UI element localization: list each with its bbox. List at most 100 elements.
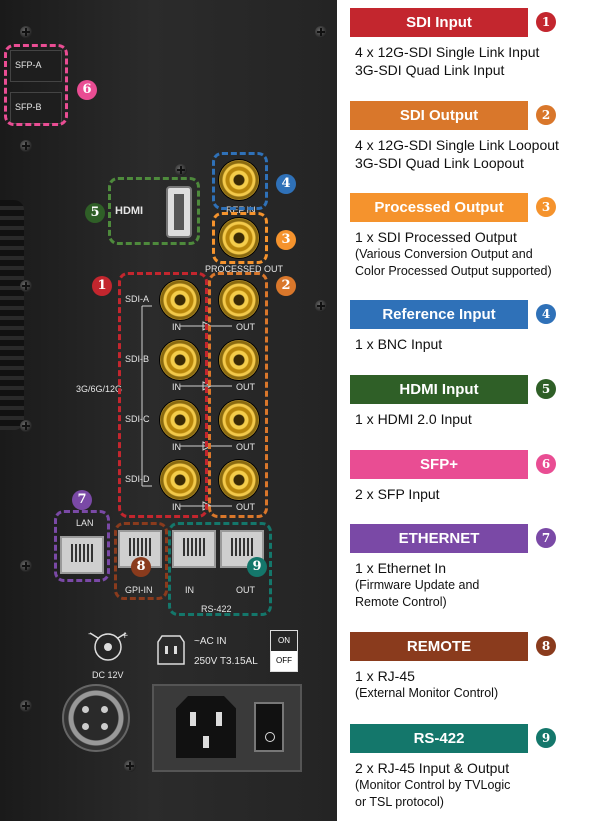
ref-in-bnc[interactable] bbox=[219, 160, 259, 200]
sdi-a-in-bnc[interactable] bbox=[160, 280, 200, 320]
remote-number-badge: 8 bbox=[131, 557, 151, 577]
sdi-a-label: SDI-A bbox=[125, 294, 150, 304]
svg-text:+: + bbox=[121, 631, 128, 641]
sdi-a-out-bnc[interactable] bbox=[219, 280, 259, 320]
legend-header-reference-input: Reference Input bbox=[350, 300, 528, 329]
sdi-output-number-badge: 2 bbox=[276, 276, 296, 296]
legend-header-processed-output: Processed Output bbox=[350, 193, 528, 222]
legend-subline: or TSL protocol) bbox=[355, 795, 444, 809]
screw bbox=[315, 300, 327, 312]
screw bbox=[20, 700, 32, 712]
sfp-b-label: SFP-B bbox=[15, 102, 42, 112]
sfp-number-badge: 6 bbox=[77, 80, 97, 100]
legend-description: 4 x 12G-SDI Single Link Input 3G-SDI Quad… bbox=[355, 43, 539, 79]
dc-12v-label: DC 12V bbox=[92, 670, 124, 680]
screw bbox=[20, 26, 32, 38]
remote-highlight bbox=[114, 522, 168, 600]
legend-line: 1 x HDMI 2.0 Input bbox=[355, 411, 472, 427]
legend-header-rs422: RS-422 bbox=[350, 724, 528, 753]
hdmi-port[interactable] bbox=[166, 186, 192, 238]
processed-out-bnc[interactable] bbox=[219, 218, 259, 258]
legend-number-badge: 6 bbox=[536, 454, 556, 474]
ethernet-highlight bbox=[54, 510, 110, 582]
legend-header-hdmi-input: HDMI Input bbox=[350, 375, 528, 404]
legend-line: 3G-SDI Quad Link Loopout bbox=[355, 155, 524, 171]
rs422-number-badge: 9 bbox=[247, 557, 267, 577]
legend-line: 3G-SDI Quad Link Input bbox=[355, 62, 505, 78]
legend-line: 4 x 12G-SDI Single Link Input bbox=[355, 44, 540, 60]
sdi-a-out-label: OUT bbox=[236, 322, 255, 332]
legend-number-badge: 7 bbox=[536, 528, 556, 548]
legend-line: 1 x RJ-45 bbox=[355, 668, 415, 684]
legend-subline: (Monitor Control by TVLogic bbox=[355, 778, 511, 792]
sdi-b-out-label: OUT bbox=[236, 382, 255, 392]
sdi-d-in-bnc[interactable] bbox=[160, 460, 200, 500]
processed-out-label: PROCESSED OUT bbox=[205, 264, 284, 274]
legend-line: 1 x BNC Input bbox=[355, 336, 443, 352]
sdi-c-out-bnc[interactable] bbox=[219, 400, 259, 440]
legend-number-badge: 1 bbox=[536, 12, 556, 32]
on-label: ON bbox=[278, 636, 290, 645]
gpi-in-label: GPI-IN bbox=[125, 585, 153, 595]
ac-inlet-icon bbox=[157, 635, 185, 665]
sdi-d-out-bnc[interactable] bbox=[219, 460, 259, 500]
device-rear-panel: SFP-A SFP-B 6 HDMI 5 REF IN 4 PROCESSED … bbox=[0, 0, 337, 821]
legend-header-ethernet: ETHERNET bbox=[350, 524, 528, 553]
sdi-output-highlight bbox=[208, 272, 268, 518]
dc-12v-xlr-port[interactable] bbox=[62, 684, 130, 752]
legend-description: 1 x SDI Processed Output (Various Convers… bbox=[355, 228, 552, 280]
legend-header-sdi-output: SDI Output bbox=[350, 101, 528, 130]
legend-line: 4 x 12G-SDI Single Link Loopout bbox=[355, 137, 559, 153]
ref-in-label: REF IN bbox=[226, 205, 256, 215]
legend-header-sfp: SFP+ bbox=[350, 450, 528, 479]
legend-line: 1 x Ethernet In bbox=[355, 560, 447, 576]
power-switch[interactable] bbox=[254, 702, 284, 752]
screw bbox=[124, 760, 136, 772]
legend-subline: (External Monitor Control) bbox=[355, 686, 499, 700]
ref-in-highlight bbox=[212, 152, 268, 210]
legend-description: 1 x RJ-45 (External Monitor Control) bbox=[355, 667, 498, 702]
rs422-in-label: IN bbox=[185, 585, 194, 595]
rs422-out-label: OUT bbox=[236, 585, 255, 595]
legend-description: 1 x HDMI 2.0 Input bbox=[355, 410, 472, 428]
legend-subline: Remote Control) bbox=[355, 595, 447, 609]
sdi-b-label: SDI-B bbox=[125, 354, 150, 364]
screw bbox=[315, 26, 327, 38]
rs422-label: RS-422 bbox=[201, 604, 232, 614]
legend-number-badge: 3 bbox=[536, 197, 556, 217]
legend-number-badge: 5 bbox=[536, 379, 556, 399]
svg-text:-: - bbox=[88, 630, 91, 639]
dc-polarity-icon: - + bbox=[88, 630, 128, 661]
legend-subline: (Various Conversion Output and bbox=[355, 247, 533, 261]
legend-description: 2 x RJ-45 Input & Output (Monitor Control… bbox=[355, 759, 510, 811]
sdi-c-in-bnc[interactable] bbox=[160, 400, 200, 440]
legend-number-badge: 2 bbox=[536, 105, 556, 125]
legend-subline: Color Processed Output supported) bbox=[355, 264, 552, 278]
ac-in-label: ~AC IN bbox=[194, 636, 227, 647]
sfp-b-port[interactable] bbox=[10, 92, 62, 124]
rs422-highlight bbox=[168, 522, 272, 616]
legend-line: 1 x SDI Processed Output bbox=[355, 229, 517, 245]
screw bbox=[20, 560, 32, 572]
vent-grille bbox=[0, 200, 24, 430]
rs422-in-port[interactable] bbox=[172, 530, 216, 568]
sdi-b-in-bnc[interactable] bbox=[160, 340, 200, 380]
legend-line: 2 x RJ-45 Input & Output bbox=[355, 760, 510, 776]
sdi-b-in-label: IN bbox=[172, 382, 181, 392]
lan-port[interactable] bbox=[60, 536, 104, 574]
ac-inlet-port[interactable] bbox=[176, 696, 236, 758]
legend-line: 2 x SFP Input bbox=[355, 486, 440, 502]
screw bbox=[175, 164, 187, 176]
sdi-b-out-bnc[interactable] bbox=[219, 340, 259, 380]
legend-subline: (Firmware Update and bbox=[355, 578, 480, 592]
hdmi-highlight bbox=[108, 177, 200, 245]
screw bbox=[20, 280, 32, 292]
hdmi-number-badge: 5 bbox=[85, 203, 105, 223]
legend-description: 4 x 12G-SDI Single Link Loopout 3G-SDI Qu… bbox=[355, 136, 559, 172]
ac-power-module bbox=[152, 684, 302, 772]
off-label: OFF bbox=[271, 651, 297, 671]
legend-header-sdi-input: SDI Input bbox=[350, 8, 528, 37]
legend-header-remote: REMOTE bbox=[350, 632, 528, 661]
sfp-a-port[interactable] bbox=[10, 50, 62, 82]
